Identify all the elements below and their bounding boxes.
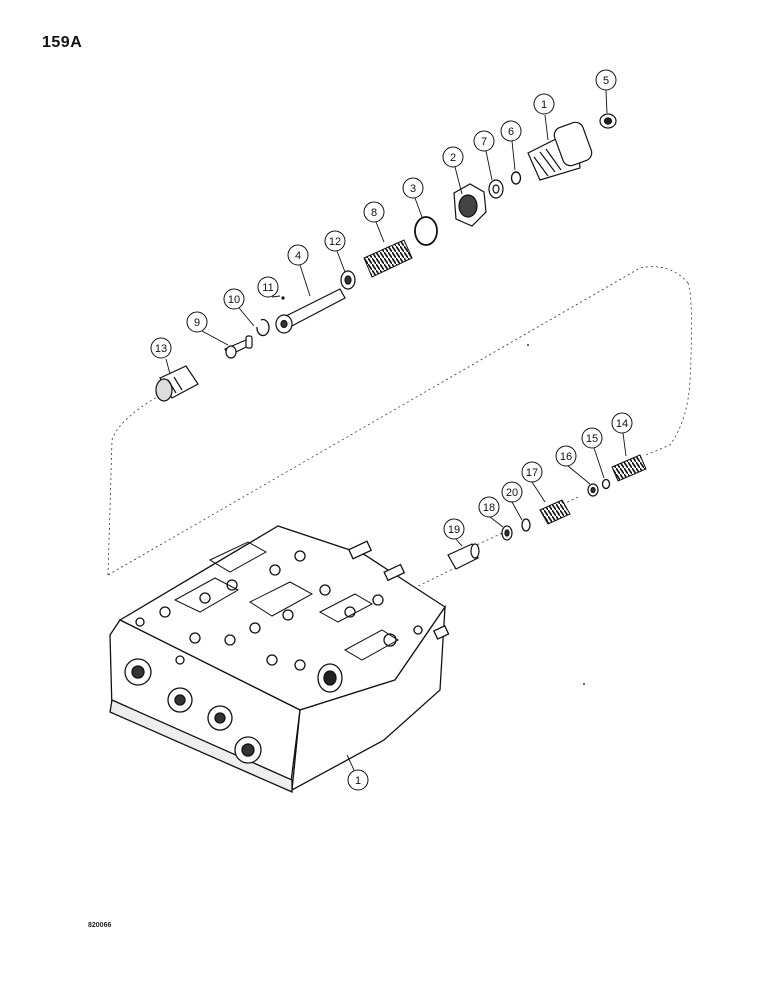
- spool-icon: [275, 288, 346, 334]
- speck: [583, 683, 585, 685]
- retainer-icon: [340, 270, 356, 290]
- coil-spring-icon: [539, 499, 571, 525]
- callout-label: 12: [329, 236, 341, 248]
- callout-9: 9: [186, 311, 208, 333]
- callout-label: 8: [371, 207, 377, 219]
- callout-label: 20: [506, 487, 518, 499]
- coil-spring-icon: [363, 239, 413, 278]
- page-number: 159A: [42, 34, 83, 51]
- control-valve-assembly-icon: [109, 525, 450, 793]
- callout-label: 6: [508, 126, 514, 138]
- callout-18: 18: [478, 496, 500, 518]
- callout-label: 13: [155, 343, 167, 355]
- o-ring-icon: [510, 171, 522, 185]
- callout-19: 19: [443, 518, 465, 540]
- o-ring-icon: [414, 216, 438, 246]
- washer-icon: [488, 179, 504, 199]
- callout-label: 1: [541, 99, 547, 111]
- callout-2: 2: [442, 146, 464, 168]
- snap-ring-icon: [256, 318, 270, 337]
- callout-label: 10: [228, 294, 240, 306]
- callout-label: 7: [481, 136, 487, 148]
- document-code: 820066: [88, 922, 112, 929]
- callout-1-top: 1: [533, 93, 555, 115]
- callout-8: 8: [363, 201, 385, 223]
- callout-17: 17: [521, 461, 543, 483]
- callout-label: 18: [483, 502, 495, 514]
- callout-12: 12: [324, 230, 346, 252]
- callout-label: 9: [194, 317, 200, 329]
- callout-label: 19: [448, 524, 460, 536]
- callout-7: 7: [473, 130, 495, 152]
- callout-label: 4: [295, 250, 301, 262]
- washer-icon: [587, 483, 599, 497]
- coil-spring-icon: [611, 454, 647, 482]
- cap-icon: [155, 365, 199, 402]
- callout-label: 16: [560, 451, 572, 463]
- pin-icon: [224, 335, 253, 359]
- hex-nut-icon: [453, 183, 487, 227]
- callout-11: 11: [257, 276, 279, 298]
- o-ring-icon: [601, 478, 611, 490]
- callout-20: 20: [501, 481, 523, 503]
- callout-label: 1: [355, 775, 361, 787]
- washer-icon: [501, 525, 513, 541]
- nut-icon: [599, 113, 617, 129]
- callout-1-body: 1: [347, 769, 369, 791]
- callout-14: 14: [611, 412, 633, 434]
- fitting-icon: [527, 121, 593, 181]
- speck: [527, 344, 529, 346]
- callout-4: 4: [287, 244, 309, 266]
- callout-label: 5: [603, 75, 609, 87]
- callout-6: 6: [500, 120, 522, 142]
- callout-label: 15: [586, 433, 598, 445]
- o-ring-icon: [521, 518, 531, 532]
- callout-10: 10: [223, 288, 245, 310]
- callout-5: 5: [595, 69, 617, 91]
- callout-13: 13: [150, 337, 172, 359]
- callout-15: 15: [581, 427, 603, 449]
- ball-icon: [281, 296, 285, 300]
- callout-label: 14: [616, 418, 628, 430]
- plunger-icon: [447, 543, 480, 570]
- callout-16: 16: [555, 445, 577, 467]
- callout-label: 11: [262, 282, 273, 294]
- callout-label: 3: [410, 183, 416, 195]
- leader-lines: [165, 89, 627, 771]
- callout-label: 2: [450, 152, 456, 164]
- callout-label: 17: [526, 467, 538, 479]
- callout-3: 3: [402, 177, 424, 199]
